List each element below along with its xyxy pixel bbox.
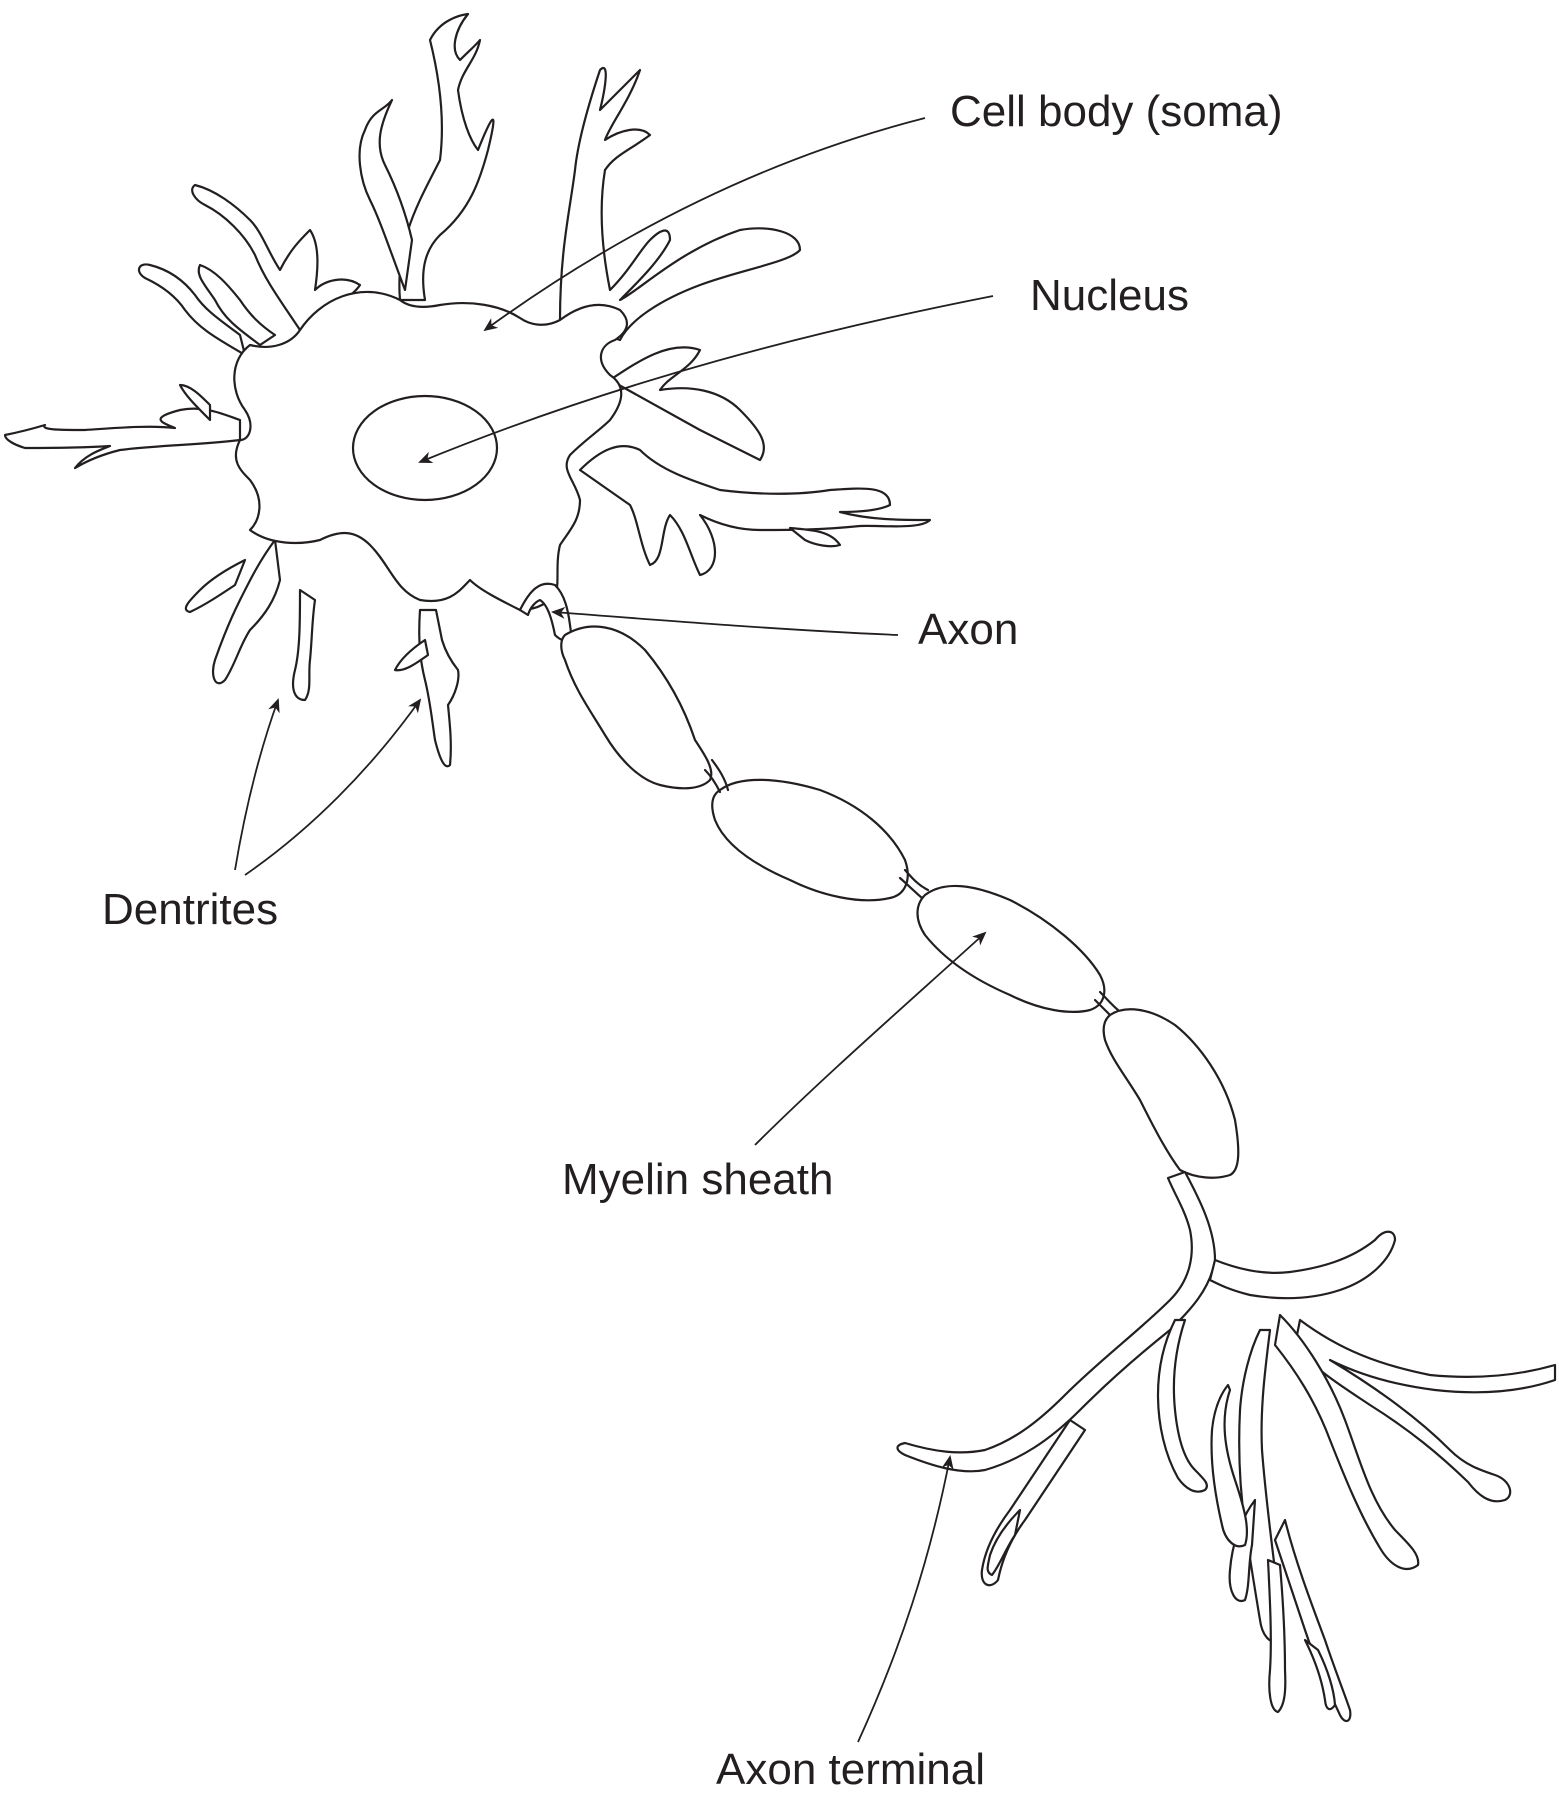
myelin-segment-2 — [712, 780, 907, 900]
myelin-segment-4 — [1104, 1009, 1239, 1177]
label-axon-terminal: Axon terminal — [716, 1748, 985, 1792]
dendrite-right-middle — [580, 446, 930, 575]
dendrite-right-small — [790, 528, 840, 546]
label-myelin-sheath: Myelin sheath — [562, 1158, 833, 1202]
label-nucleus: Nucleus — [1030, 274, 1189, 318]
myelin-sheaths — [561, 627, 1238, 1178]
myelin-segment-3 — [918, 886, 1105, 1012]
dendrite-lower-left-2 — [186, 560, 245, 612]
dendrite-lower-mid — [293, 590, 315, 700]
leader-cell-body — [485, 118, 925, 330]
dendrite-far-left — [5, 409, 240, 468]
leader-axon-terminal — [858, 1457, 950, 1742]
dendrite-lower-left — [213, 540, 280, 683]
leader-myelin — [755, 933, 985, 1145]
myelin-segment-1 — [561, 627, 711, 789]
axon-terminal-center-branch-2 — [1275, 1520, 1350, 1721]
dendrite-right-upper — [610, 347, 764, 460]
leader-dentrites-2 — [245, 700, 420, 875]
dendrite-lower-center — [419, 610, 458, 766]
axon-terminal-left-upper — [1158, 1320, 1207, 1492]
axon-terminal — [898, 1172, 1556, 1721]
axon-terminal-center-branch-3 — [1268, 1560, 1285, 1712]
label-axon: Axon — [918, 608, 1018, 652]
label-dentrites: Dentrites — [102, 888, 278, 932]
axon-node-1b — [712, 760, 728, 790]
leader-dentrites-1 — [235, 700, 278, 870]
nucleus — [353, 396, 497, 500]
dendrite-top — [399, 14, 493, 300]
dendrite-top-left-branch — [360, 100, 412, 290]
label-cell-body: Cell body (soma) — [950, 90, 1283, 134]
axon-terminal-upper-right — [1210, 1232, 1395, 1299]
dendrite-top-right — [560, 68, 800, 340]
